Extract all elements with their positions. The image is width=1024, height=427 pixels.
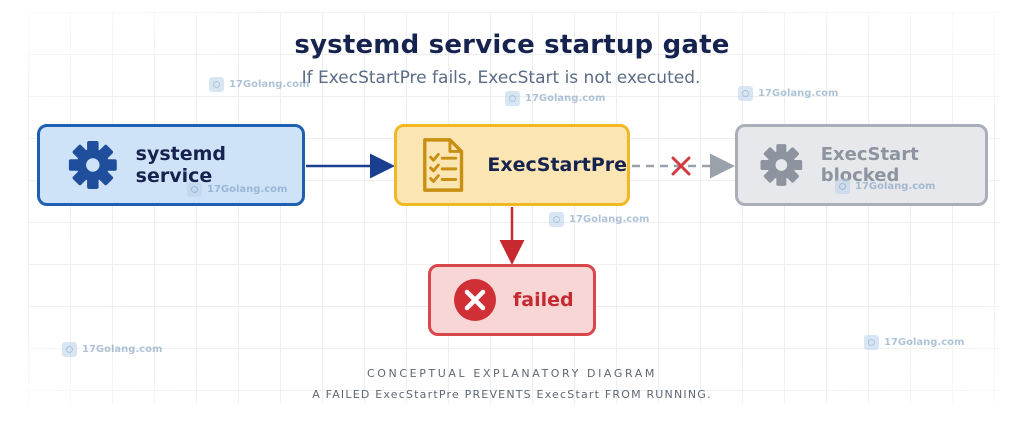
watermark-text: 17Golang.com [229,79,310,90]
watermark: 17Golang.com [209,77,309,92]
watermark-text: 17Golang.com [569,214,650,225]
watermark-text: 17Golang.com [207,184,288,195]
node-failed: failed [428,264,596,336]
watermark: 17Golang.com [738,86,838,101]
watermark-logo-icon [187,182,202,197]
watermark-logo-icon [835,179,850,194]
watermark: 17Golang.com [835,179,935,194]
diagram-subtitle: If ExecStartPre fails, ExecStart is not … [301,68,701,88]
watermark-text: 17Golang.com [884,337,965,348]
checklist-icon [423,138,464,192]
node-execstart-blocked: ExecStart blocked [735,124,988,206]
node-label: failed [513,289,574,311]
caption-heading: CONCEPTUAL EXPLANATORY DIAGRAM [367,367,657,380]
watermark-logo-icon [62,342,77,357]
gear-icon [68,141,117,189]
node-label: systemd service [135,143,227,187]
watermark-logo-icon [549,212,564,227]
error-x-icon [454,279,496,321]
diagram-title: systemd service startup gate [294,30,730,60]
watermark-logo-icon [738,86,753,101]
watermark-logo-icon [209,77,224,92]
watermark: 17Golang.com [505,91,605,106]
gear-icon [760,144,803,186]
node-execstartpre: ExecStartPre [394,124,630,206]
watermark: 17Golang.com [62,342,162,357]
caption-text: A FAILED ExecStartPre PREVENTS ExecStart… [312,388,712,401]
blocked-x-icon [671,156,691,176]
node-systemd-service: systemd service [37,124,305,206]
watermark-text: 17Golang.com [758,88,839,99]
watermark-text: 17Golang.com [525,93,606,104]
watermark: 17Golang.com [187,182,287,197]
watermark: 17Golang.com [549,212,649,227]
watermark-text: 17Golang.com [82,344,163,355]
watermark-logo-icon [505,91,520,106]
watermark-logo-icon [864,335,879,350]
node-label: ExecStartPre [487,154,627,176]
watermark: 17Golang.com [864,335,964,350]
watermark-text: 17Golang.com [855,181,936,192]
